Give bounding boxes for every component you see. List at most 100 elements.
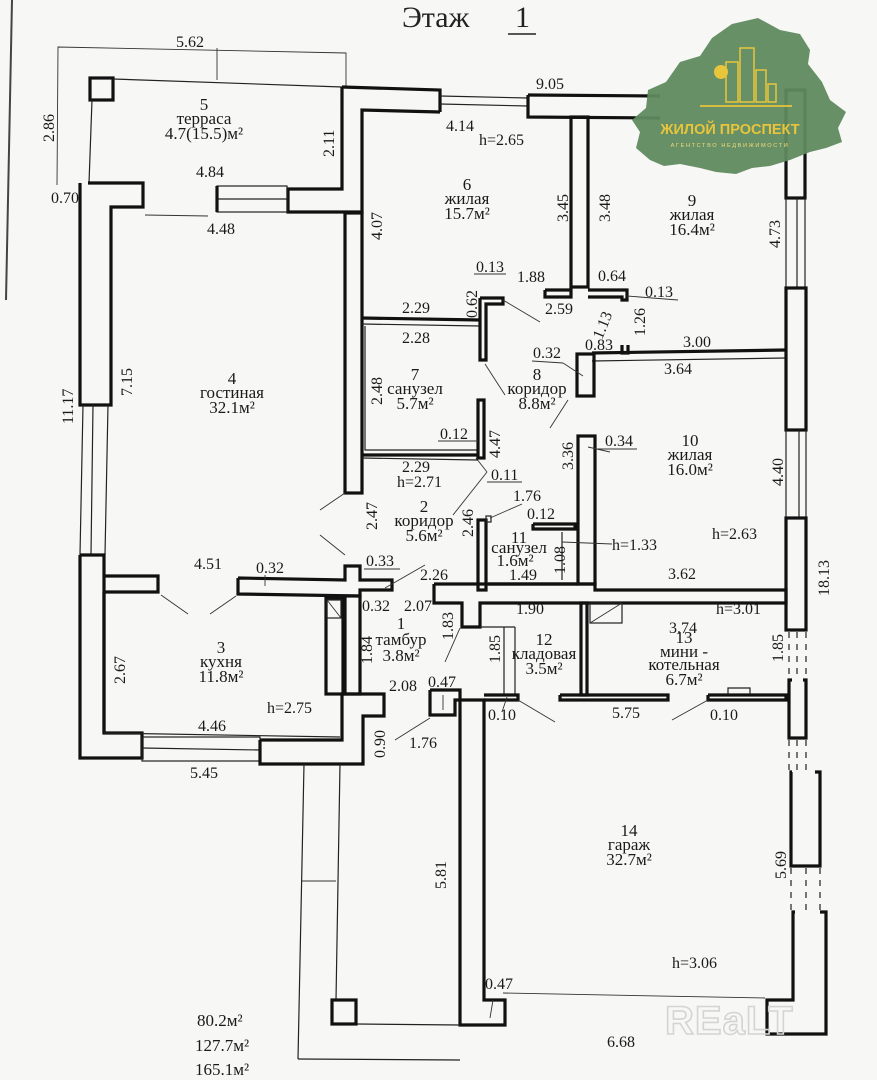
room-12-pantry: 12 кладовая 3.5м² (512, 630, 577, 678)
wall-segment (531, 522, 577, 531)
dim: 0.10 (488, 707, 516, 724)
wall-segment (341, 85, 442, 112)
room-name: коридор (394, 511, 453, 530)
floor-title-number: 1 (515, 1, 530, 34)
room-name: тамбур (376, 630, 427, 649)
dim: 0.10 (710, 707, 738, 724)
dim: 5.45 (190, 765, 218, 782)
room-area: 15.7м² (444, 204, 490, 223)
wall-segment (591, 348, 787, 355)
dim: 1.76 (409, 735, 437, 752)
wall-segment (765, 910, 828, 1036)
dim: 2.67 (112, 656, 129, 684)
room-height: h=2.63 (712, 526, 757, 543)
wall-segment (489, 999, 494, 1019)
wall-segment (90, 404, 94, 556)
wall-segment (330, 998, 358, 1026)
wall-segment (626, 295, 679, 301)
room-area: 3.8м² (382, 646, 419, 665)
room-name: коридор (507, 379, 566, 398)
dim: 1.49 (509, 567, 537, 584)
logo-subtitle: АГЕНТСТВО НЕДВИЖИМОСТИ (671, 143, 790, 149)
wall-segment (476, 518, 488, 592)
wall-segment (335, 763, 341, 1001)
wall-segment (714, 65, 728, 79)
dim: 4.51 (194, 556, 222, 573)
wall-segment (361, 457, 479, 461)
dim: 2.86 (41, 114, 58, 142)
room-area: 8.8м² (518, 394, 555, 413)
dim: 1.88 (517, 269, 545, 286)
room-name: жилая (444, 189, 490, 208)
wall-segment (591, 357, 787, 362)
dim: 0.12 (527, 506, 555, 523)
room-number: 6 (463, 175, 472, 194)
room-name: терраса (177, 109, 232, 128)
room-6-bedroom: 6 жилая 15.7м² h=2.65 (444, 132, 524, 223)
dim: 4.84 (196, 164, 224, 181)
dim: 3.00 (683, 334, 711, 351)
wall-segment (209, 595, 237, 615)
dim: 2.11 (321, 130, 338, 157)
dim: 1.90 (516, 601, 544, 618)
wall-segment (725, 61, 739, 103)
wall-segment (319, 534, 346, 556)
wall-segment (484, 363, 506, 396)
room-height: h=1.33 (612, 537, 657, 554)
room-2-corridor: 2 коридор 5.6м² h=2.71 (394, 474, 453, 545)
dim: 1.85 (487, 635, 504, 663)
wall-segment (432, 582, 788, 629)
wall-segment (484, 693, 520, 702)
wall-segment (589, 602, 623, 624)
wall-segment (361, 323, 481, 327)
total-area-living: 80.2м² (197, 1011, 243, 1030)
dim: 0.64 (598, 268, 626, 285)
realt-watermark: REaLT (665, 999, 794, 1043)
dim: 4.40 (770, 458, 787, 486)
wall-segment (502, 299, 541, 323)
room-area: 1.6м² (496, 551, 533, 570)
wall-segment (364, 326, 478, 451)
area-totals: 80.2м² 127.7м² 165.1м² (195, 1011, 249, 1079)
dim: 0.33 (366, 553, 394, 570)
dim: 0.90 (372, 730, 389, 758)
wall-segment (326, 599, 342, 619)
walls (56, 46, 828, 1061)
room-number: 11 (511, 528, 527, 547)
terrace-column (88, 76, 115, 102)
wall-segment (104, 404, 109, 556)
dim: 0.70 (51, 190, 79, 207)
dim: 5.62 (176, 34, 204, 51)
wall-segment (297, 1058, 461, 1061)
dim: 4.47 (487, 430, 504, 458)
dim: 2.48 (369, 377, 386, 405)
room-8-corridor: 8 коридор 8.8м² (507, 365, 566, 413)
belarus-map-shape (632, 18, 846, 174)
wall-segment (394, 717, 431, 741)
wall-segment (88, 99, 93, 184)
wall-segment (575, 352, 596, 398)
room-area: 6.7м² (665, 670, 702, 689)
dim: 6.68 (607, 1034, 635, 1051)
wall-segment (569, 115, 590, 289)
dim: 4.14 (446, 118, 474, 135)
room-height: h=2.71 (397, 474, 442, 491)
room-4-living: 4 гостиная 32.1м² (200, 369, 264, 417)
dim: 11.17 (60, 389, 77, 424)
dim: 2.29 (402, 300, 430, 317)
room-name: гараж (608, 835, 651, 854)
dim: 2.08 (389, 678, 417, 695)
wall-segment (755, 69, 767, 103)
room-area: 5.7м² (396, 394, 433, 413)
room-name: кладовая (512, 644, 577, 663)
wall-segment (361, 316, 481, 322)
room-number: 14 (621, 821, 639, 840)
wall-segment (531, 360, 564, 364)
dim: 0.34 (605, 433, 633, 450)
wall-segment (485, 515, 492, 523)
dim: 0.32 (362, 598, 390, 615)
dim: 2.59 (545, 301, 573, 318)
dim: 1.85 (770, 634, 787, 662)
wall-segment (286, 87, 441, 214)
wall-segment (319, 492, 346, 511)
